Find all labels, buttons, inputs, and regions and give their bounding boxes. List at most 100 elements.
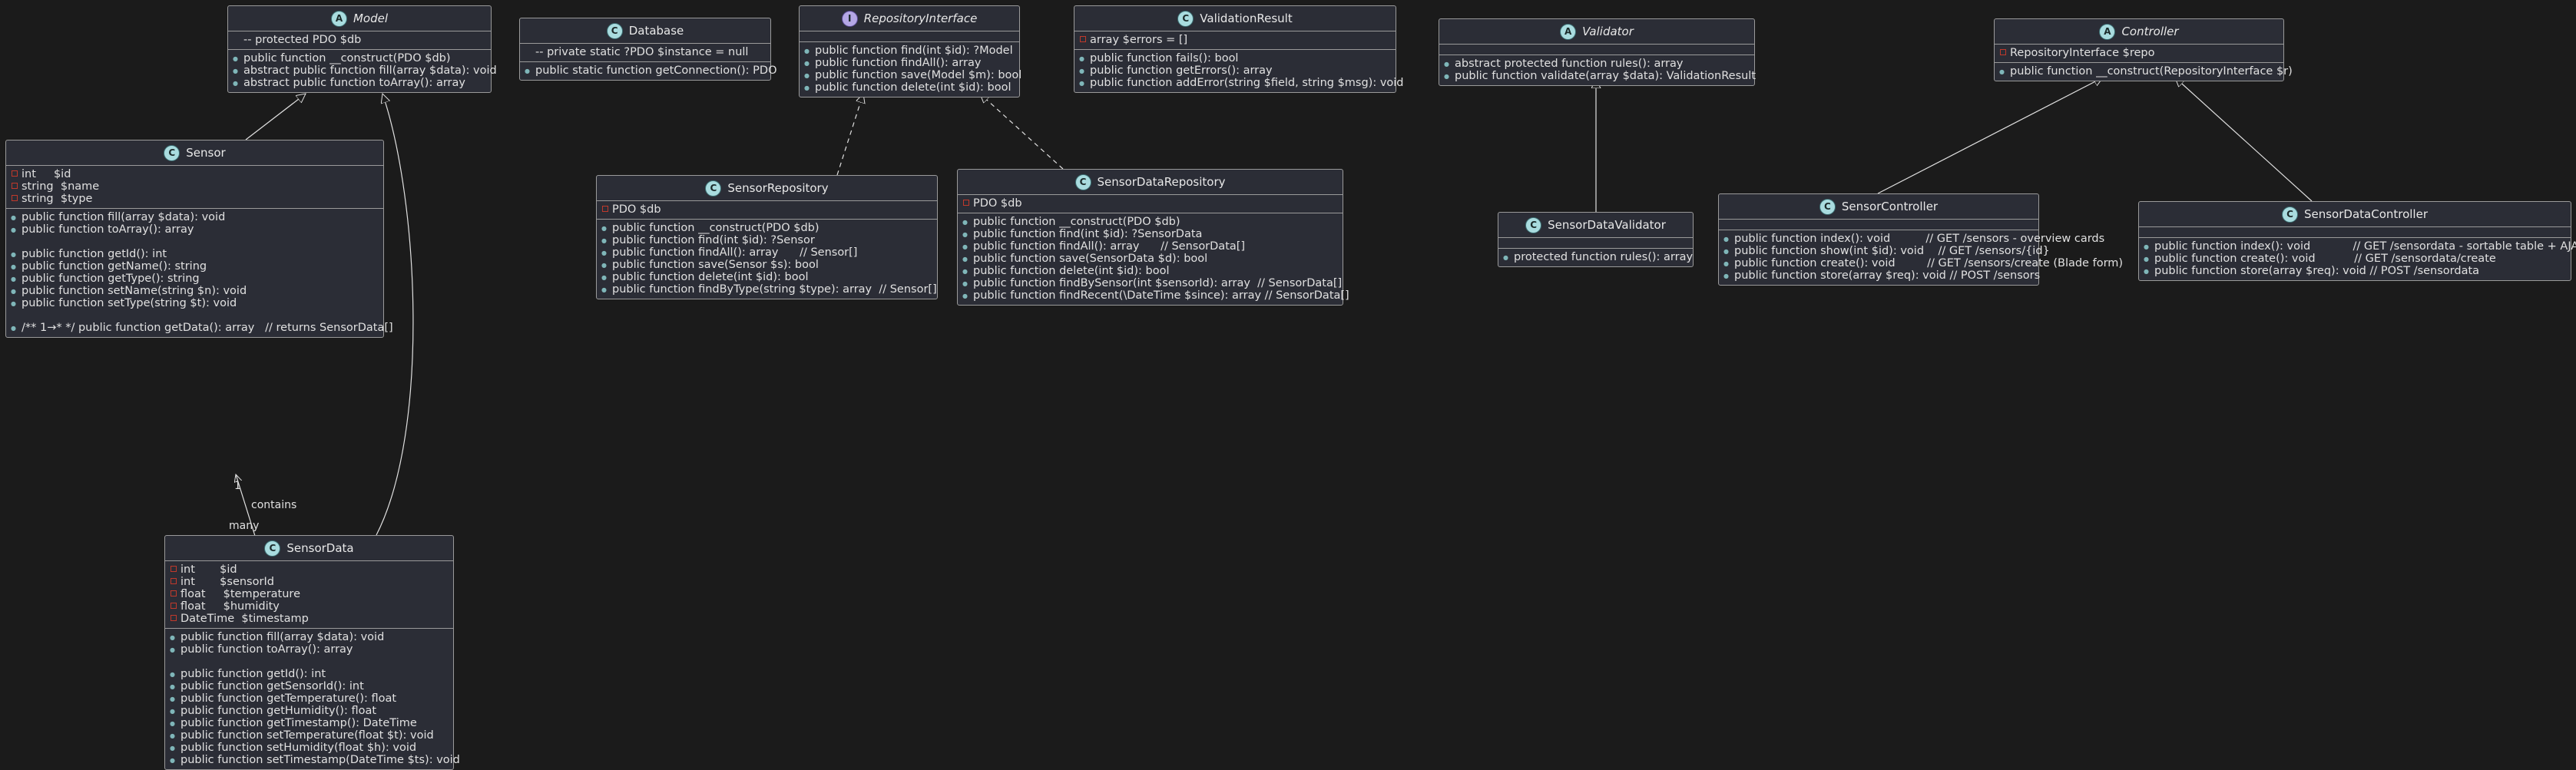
public-visibility-icon	[233, 77, 243, 90]
method-row: public function store(array $req): void …	[2144, 265, 2566, 277]
method-row: public function setTimestamp(DateTime $t…	[170, 754, 460, 767]
private-visibility-icon	[11, 168, 22, 180]
field-text: string $name	[22, 180, 100, 193]
public-visibility-icon	[2144, 265, 2154, 278]
method-row: public function toArray(): array	[11, 223, 379, 236]
class-sensordatacontroller[interactable]: CSensorDataControllerpublic function ind…	[2138, 201, 2576, 281]
class-icon: C	[1819, 198, 1836, 215]
field-text: array $errors = []	[1090, 34, 1188, 46]
field-row: RepositoryInterface $repo	[1999, 47, 2279, 59]
class-name: SensorDataController	[2303, 207, 2428, 221]
public-visibility-icon	[1444, 58, 1455, 71]
abstract-class-icon: A	[1560, 23, 1577, 40]
field-row: -- private static ?PDO $instance = null	[525, 46, 766, 58]
public-visibility-icon	[804, 57, 815, 70]
method-row: public function fails(): bool	[1079, 52, 1391, 64]
fields-section	[1498, 238, 1693, 249]
method-row: public function save(Sensor $s): bool	[601, 259, 932, 271]
method-text: public function save(SensorData $d): boo…	[973, 253, 1208, 265]
method-text: public function getSensorId(): int	[180, 680, 364, 692]
class-icon: C	[2281, 206, 2298, 223]
field-row: int $sensorId	[170, 576, 449, 588]
public-visibility-icon	[170, 680, 180, 693]
edge-sensor-extends-model	[245, 94, 306, 140]
method-text: public static function getConnection(): …	[535, 64, 777, 77]
public-visibility-icon	[804, 81, 815, 94]
class-repoiface[interactable]: IRepositoryInterfacepublic function find…	[799, 5, 1022, 97]
class-icon: C	[1074, 173, 1091, 190]
abstract-class-icon: A	[330, 10, 347, 27]
public-visibility-icon	[170, 692, 180, 706]
methods-section: protected function rules(): array	[1498, 249, 1693, 266]
public-visibility-icon	[1079, 52, 1090, 65]
method-row: public static function getConnection(): …	[525, 64, 776, 77]
method-text: public function find(int $id): ?Sensor	[612, 234, 815, 246]
method-row: public function getHumidity(): float	[170, 705, 449, 717]
public-visibility-icon	[962, 240, 973, 253]
method-text: public function toArray(): array	[22, 223, 194, 236]
class-icon: C	[1525, 216, 1542, 233]
method-row: public function fill(array $data): void	[11, 211, 379, 223]
public-visibility-icon	[233, 64, 243, 78]
public-visibility-icon	[2144, 240, 2154, 253]
public-visibility-icon	[233, 52, 243, 65]
class-name: Model	[353, 12, 389, 25]
class-name: SensorController	[1841, 200, 1939, 213]
field-text: int $sensorId	[180, 576, 274, 588]
field-text: -- private static ?PDO $instance = null	[535, 46, 749, 58]
method-text: public function save(Model $m): bool	[815, 69, 1022, 81]
public-visibility-icon	[1723, 233, 1734, 246]
public-visibility-icon	[170, 754, 180, 767]
private-visibility-icon	[1999, 47, 2010, 59]
field-text: float $humidity	[180, 600, 280, 613]
methods-section: public function fails(): boolpublic func…	[1074, 50, 1404, 92]
public-visibility-icon	[11, 248, 22, 261]
methods-section: public function fill(array $data): voidp…	[6, 209, 393, 337]
edge-sensordata-extends-model	[376, 94, 414, 536]
relationship-edges	[0, 0, 2313, 537]
field-row: float $temperature	[170, 588, 449, 600]
method-row: public function getTimestamp(): DateTime	[170, 717, 449, 729]
method-text: public function findBySensor(int $sensor…	[973, 277, 1343, 289]
methods-section: public function find(int $id): ?Model pub…	[800, 42, 1022, 97]
method-row: public function getId(): int	[11, 248, 379, 260]
class-validator[interactable]: AValidatorabstract protected function ru…	[1439, 18, 1756, 86]
public-visibility-icon	[601, 259, 612, 272]
class-sensorcontroller[interactable]: C SensorController public function index()…	[1718, 193, 2123, 286]
methods-section: public function index(): void // GET /se…	[1719, 230, 2123, 285]
method-row: public function save(SensorData $d): boo…	[962, 253, 1338, 265]
method-row: public function getTemperature(): float	[170, 692, 449, 705]
field-row: PDO $db	[601, 203, 932, 216]
method-row: public function setType(string $t): void	[11, 297, 379, 309]
method-row: public function find(int $id): ?Sensor	[601, 234, 932, 246]
field-text: float $temperature	[180, 588, 300, 600]
method-row: public function __construct(PDO $db)	[601, 222, 932, 234]
edge-sensordatarepo-implements	[980, 94, 1064, 170]
private-visibility-icon	[601, 203, 612, 216]
field-row: int $id	[11, 168, 379, 180]
method-row: public function delete(int $id): bool	[804, 81, 1015, 94]
edge-sensorrepo-implements	[836, 94, 863, 176]
public-visibility-icon	[601, 234, 612, 247]
method-text: public function find(int $id): ?Model	[815, 45, 1013, 57]
public-visibility-icon	[170, 705, 180, 718]
method-text: public function create(): void // GET /s…	[2154, 253, 2496, 265]
methods-section: public static function getConnection(): …	[520, 62, 776, 80]
method-text: public function getId(): int	[22, 248, 167, 260]
public-visibility-icon	[1723, 245, 1734, 258]
method-text: /** 1→* */ public function getData(): ar…	[22, 322, 393, 334]
public-visibility-icon	[170, 717, 180, 730]
method-row: public function __construct(RepositoryIn…	[1999, 65, 2293, 78]
class-sensordatavalidator[interactable]: CSensorDataValidatorprotected function r…	[1498, 212, 1694, 267]
method-row: public function getId(): int	[170, 668, 449, 680]
public-visibility-icon	[11, 297, 22, 310]
